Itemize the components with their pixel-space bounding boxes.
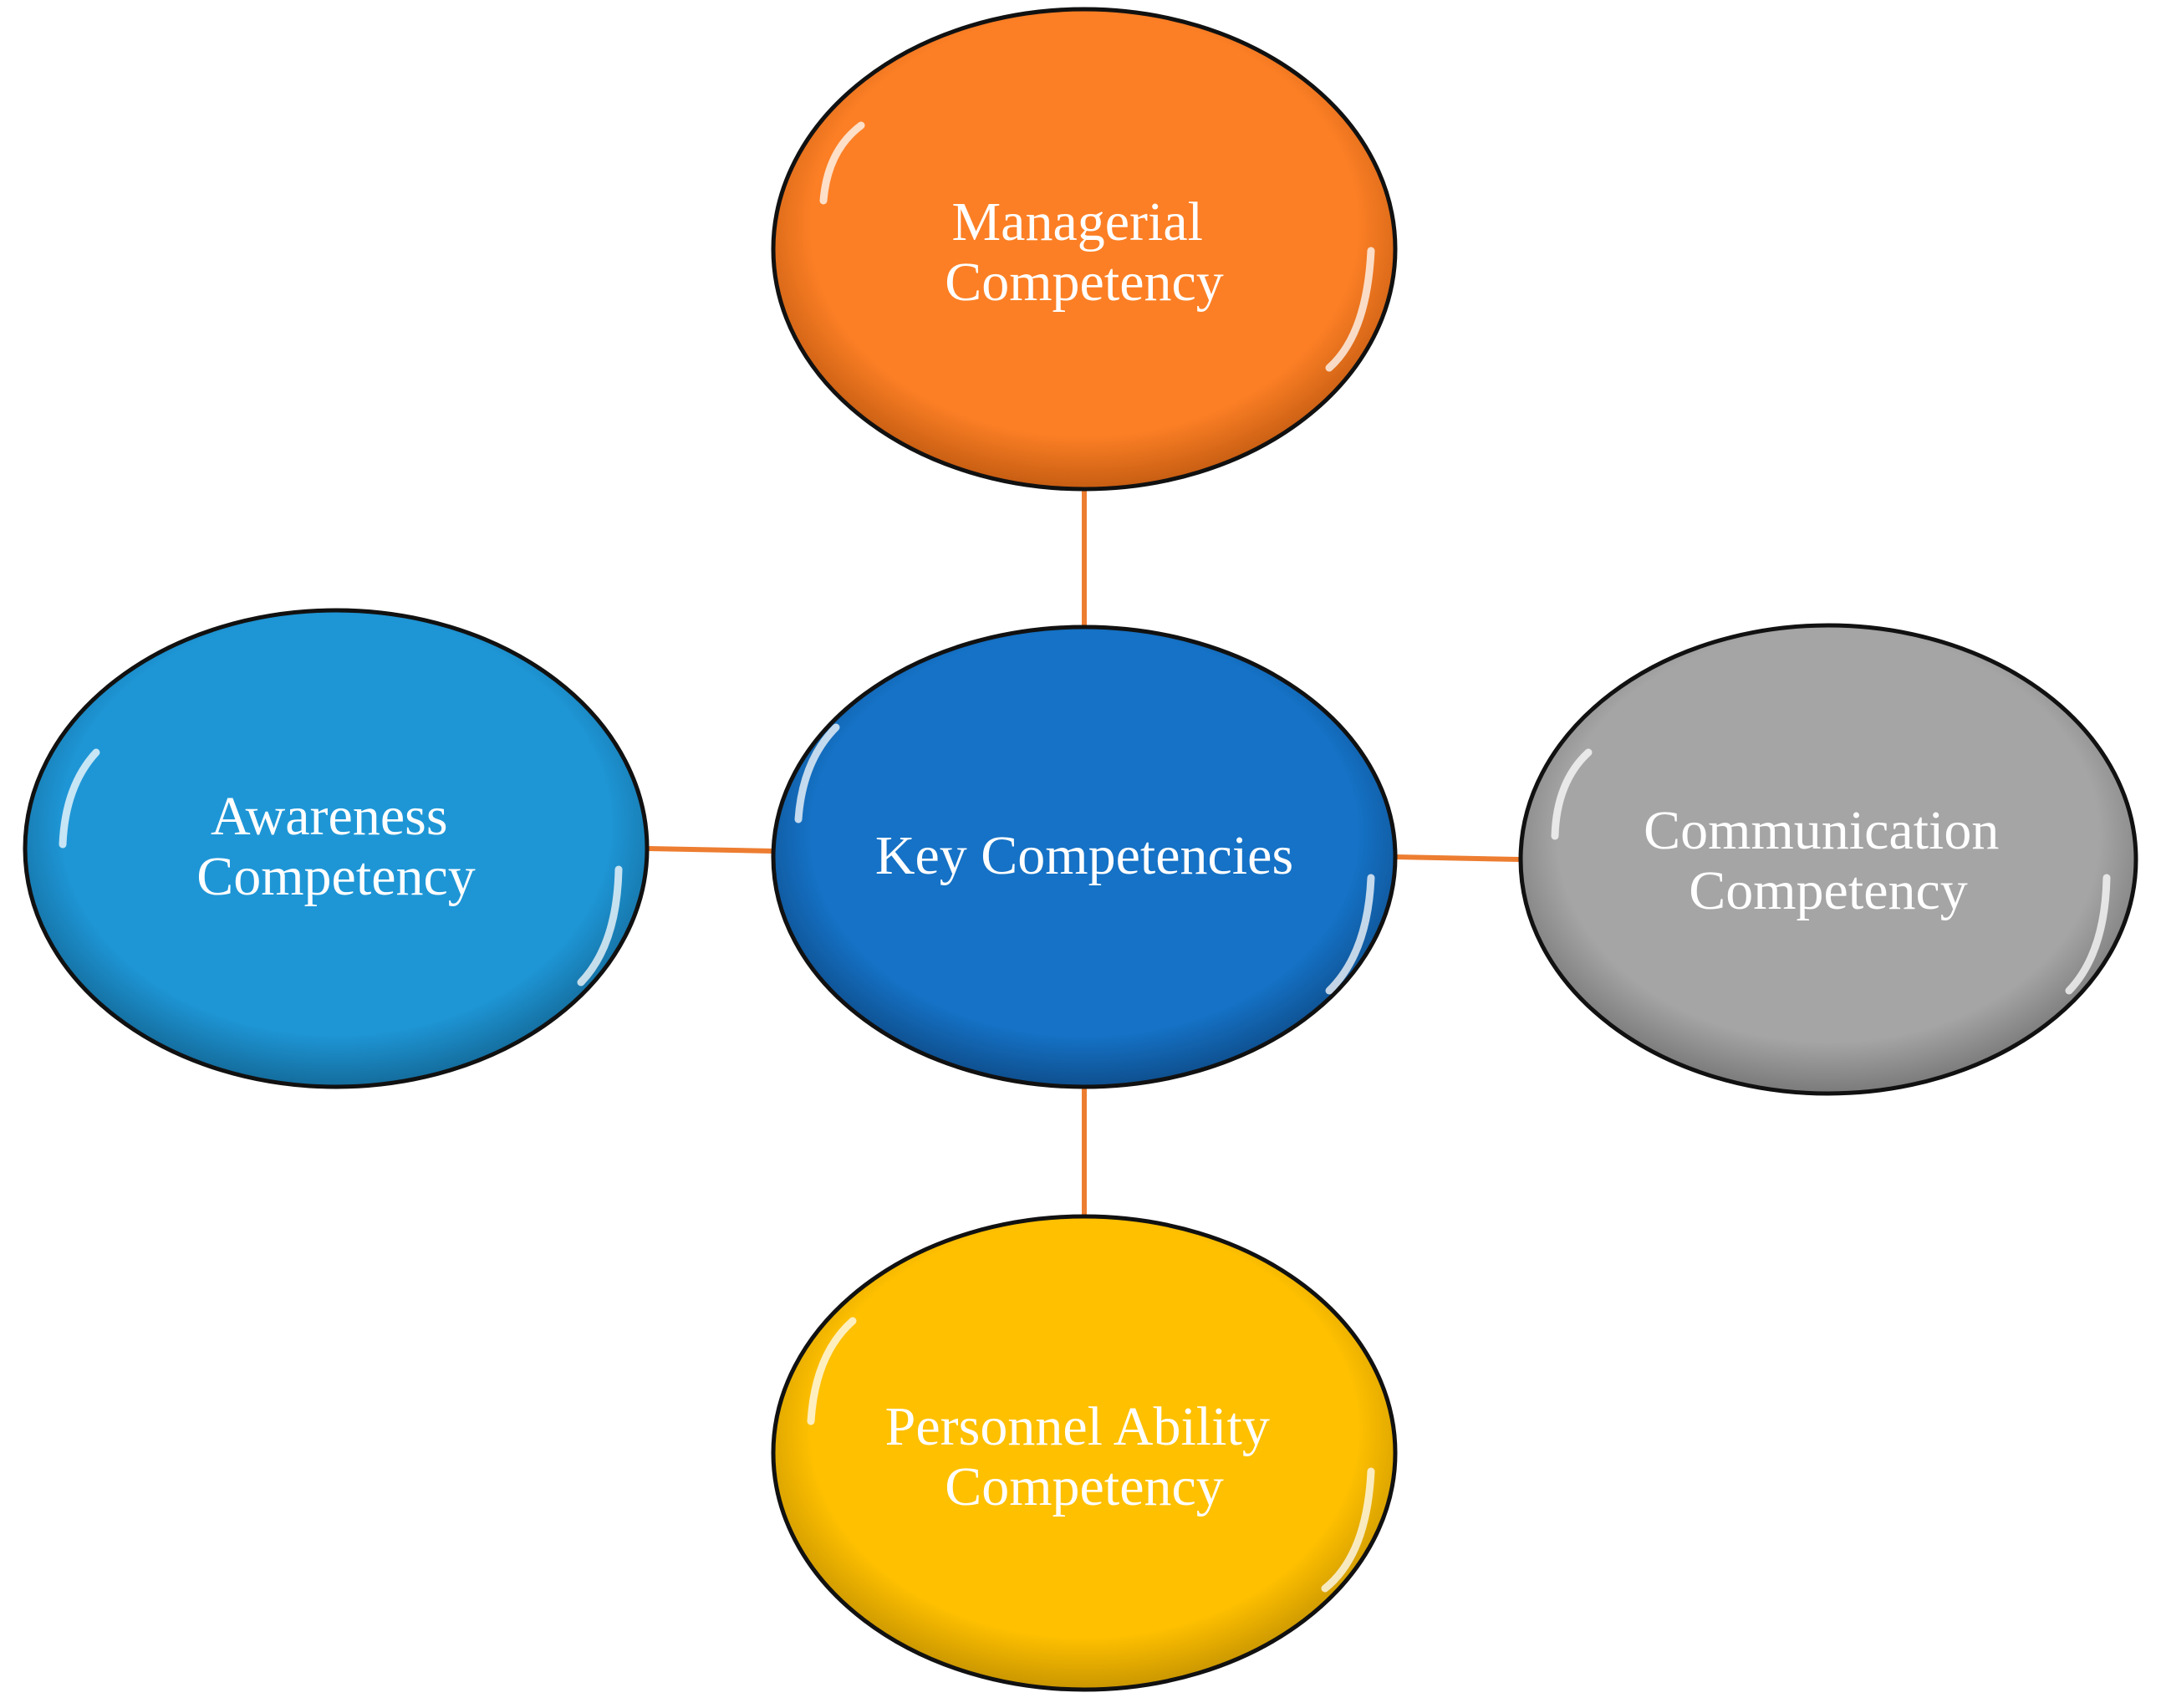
node-left-line-2: Competency: [196, 846, 476, 907]
node-top-line-2: Competency: [945, 252, 1224, 313]
node-left-sheen-right: [577, 865, 623, 987]
node-center-label: Key Competencies: [875, 825, 1293, 886]
node-left-ellipse: [23, 608, 650, 1089]
node-bottom-sheen-left: [807, 1317, 857, 1425]
connector-left: [648, 846, 774, 854]
connector-right: [1395, 854, 1521, 862]
node-center-line-1: Key Competencies: [875, 825, 1293, 886]
node-top-sheen-right: [1325, 247, 1375, 372]
node-bottom-line-2: Competency: [945, 1456, 1224, 1517]
node-center-sheen-right: [1325, 874, 1375, 995]
node-bottom-ellipse: [771, 1214, 1398, 1692]
node-right-label: Communication Competency: [1644, 800, 2013, 921]
node-bottom-line-1: Personnel Ability: [885, 1396, 1270, 1457]
node-right-ellipse: [1518, 623, 2138, 1096]
node-managerial-competency: Managerial Competency: [771, 7, 1398, 492]
node-right-sheen-right: [2065, 874, 2111, 995]
node-key-competencies: Key Competencies: [771, 625, 1398, 1089]
node-left-line-1: Awareness: [211, 786, 448, 847]
node-top-sheen-left: [819, 121, 865, 205]
node-center-sheen-left: [794, 723, 840, 823]
node-left-sheen-left: [59, 748, 100, 849]
node-top-label: Managerial Competency: [945, 191, 1224, 313]
node-bottom-label: Personnel Ability Competency: [885, 1396, 1284, 1517]
node-left-label: Awareness Competency: [196, 786, 476, 907]
node-right-line-1: Communication: [1644, 800, 1999, 861]
node-communication-competency: Communication Competency: [1518, 623, 2138, 1096]
node-top-line-1: Managerial: [951, 191, 1203, 252]
node-bottom-sheen-right: [1321, 1467, 1375, 1593]
node-center-ellipse: [771, 625, 1398, 1089]
node-right-line-2: Competency: [1689, 860, 1968, 921]
node-personnel-ability-competency: Personnel Ability Competency: [771, 1214, 1398, 1692]
node-top-ellipse: [771, 7, 1398, 492]
node-awareness-competency: Awareness Competency: [23, 608, 650, 1089]
node-right-sheen-left: [1551, 748, 1593, 840]
